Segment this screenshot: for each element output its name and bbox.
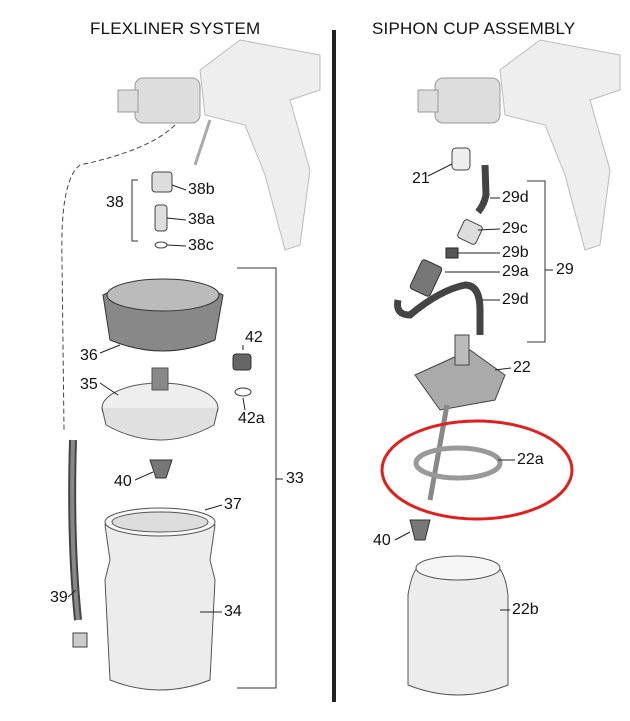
spray-gun-left — [117, 39, 321, 251]
label-29: 29 — [556, 261, 574, 278]
label-29b: 29b — [502, 244, 529, 261]
label-38: 38 — [106, 194, 124, 211]
hose-29d-bottom — [394, 281, 484, 335]
label-39: 39 — [50, 589, 68, 606]
retaining-ring-36 — [102, 278, 224, 352]
bracket-33 — [237, 267, 277, 689]
plug-40-left — [149, 459, 173, 479]
leader-lines-right — [394, 163, 553, 611]
label-36: 36 — [80, 347, 98, 364]
label-29d-top: 29d — [502, 189, 529, 206]
label-38a: 38a — [188, 211, 215, 228]
label-22b: 22b — [512, 601, 539, 618]
fitting-21 — [451, 147, 471, 171]
valve-29b — [445, 247, 459, 259]
filter-29a — [409, 259, 443, 297]
label-29d-bottom: 29d — [502, 291, 529, 308]
gasket-22a — [413, 445, 503, 481]
highlight-circle — [380, 419, 574, 521]
label-38b: 38b — [188, 181, 215, 198]
cup-22b — [407, 555, 509, 696]
hose-29d-top — [475, 164, 490, 215]
label-29c: 29c — [502, 220, 528, 237]
label-33: 33 — [286, 470, 304, 487]
lid-35 — [101, 367, 219, 441]
spray-gun-right — [417, 39, 621, 251]
label-29a: 29a — [502, 263, 529, 280]
tube-39-inner — [70, 439, 80, 621]
label-22: 22 — [513, 359, 531, 376]
cap-42 — [232, 353, 252, 371]
siphon-lid-22 — [414, 334, 506, 501]
bracket-29 — [527, 180, 546, 343]
label-42a: 42a — [238, 410, 265, 427]
plug-40-right — [409, 519, 431, 541]
label-35: 35 — [80, 376, 98, 393]
flexliner-title: FLEXLINER SYSTEM — [90, 19, 261, 38]
filter-29c — [457, 219, 483, 245]
label-40-right: 40 — [373, 532, 391, 549]
label-42: 42 — [245, 329, 263, 346]
fitting-38 — [151, 171, 173, 249]
ring-42a — [234, 387, 252, 397]
label-40-left: 40 — [114, 473, 132, 490]
cup-34-37 — [104, 507, 216, 691]
leader-lines-left — [67, 184, 283, 613]
label-37: 37 — [224, 496, 242, 513]
label-21: 21 — [412, 170, 430, 187]
elbow-fitting — [72, 632, 88, 648]
label-22a: 22a — [517, 451, 544, 468]
air-line-dashed — [61, 124, 176, 431]
label-34: 34 — [224, 603, 242, 620]
label-38c: 38c — [188, 237, 214, 254]
siphon-cup-title: SIPHON CUP ASSEMBLY — [372, 19, 576, 38]
